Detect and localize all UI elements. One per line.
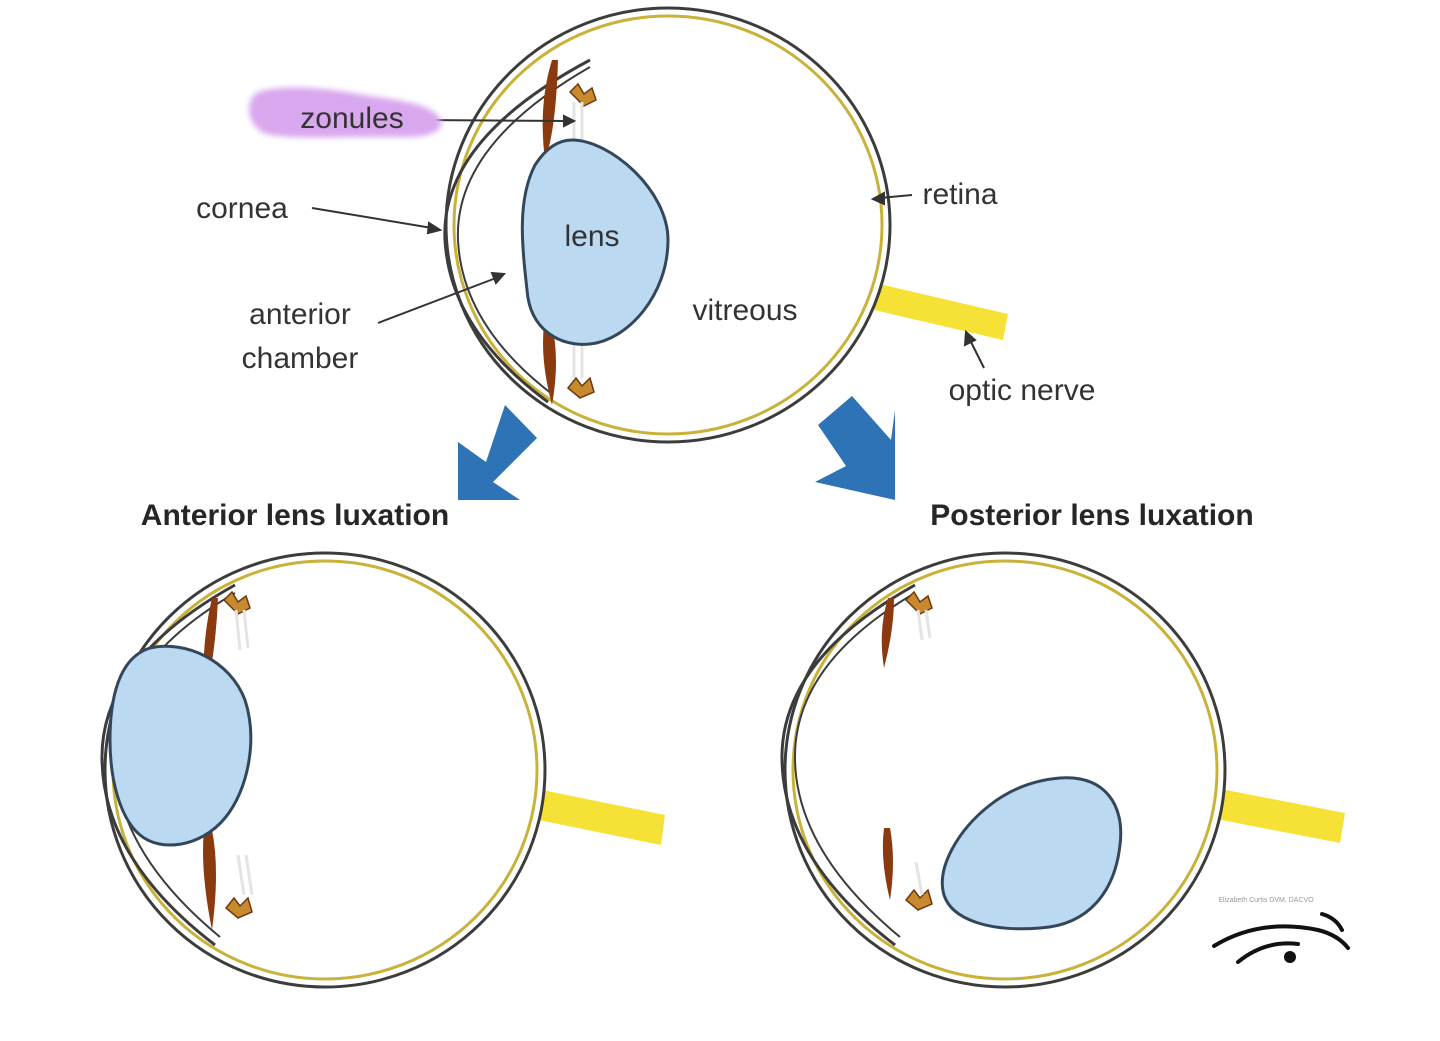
iris-right (881, 598, 894, 668)
normal-eye (443, 6, 1008, 444)
cornea-top (443, 58, 591, 404)
retina-top (452, 14, 884, 436)
retina-label: retina (922, 178, 997, 211)
optic-nerve-label: optic nerve (949, 374, 1096, 407)
retina-right (791, 559, 1219, 981)
anterior-chamber-label-line2: chamber (242, 342, 359, 375)
lens-left (108, 644, 253, 847)
iris-top (542, 60, 558, 160)
anterior-luxation-heading: Anterior lens luxation (141, 499, 449, 532)
optic-nerve-top (857, 280, 1008, 340)
vitreous-label: vitreous (692, 294, 797, 327)
zonule-fibers-left (234, 609, 254, 896)
cornea-right (780, 583, 916, 947)
lens-label: lens (564, 220, 619, 253)
cornea-left (100, 583, 236, 947)
optic-nerve-right (1196, 785, 1345, 843)
anterior-luxation-eye (100, 551, 665, 989)
down-arrow-icon (458, 405, 537, 500)
zonules-label: zonules (300, 102, 403, 135)
lens-top (520, 138, 670, 346)
cornea-label: cornea (196, 192, 288, 225)
zonules-highlight (248, 87, 442, 138)
ciliary-body-top (568, 82, 597, 107)
ciliary-body-left (222, 590, 251, 615)
lens-right (940, 776, 1123, 931)
anterior-chamber-label-line1: anterior (249, 298, 351, 331)
optic-nerve-left (514, 785, 665, 845)
credit-text: Elizabeth Curtis DVM, DACVO (1218, 897, 1314, 904)
globe-top (444, 6, 892, 444)
annotation-lines (311, 114, 985, 369)
globe-right (783, 551, 1227, 989)
zonule-fibers-right (914, 609, 932, 896)
down-arrow-icon (815, 396, 895, 500)
eye-logo-icon (1212, 912, 1350, 964)
posterior-luxation-eye (780, 551, 1345, 989)
posterior-luxation-heading: Posterior lens luxation (930, 499, 1253, 532)
